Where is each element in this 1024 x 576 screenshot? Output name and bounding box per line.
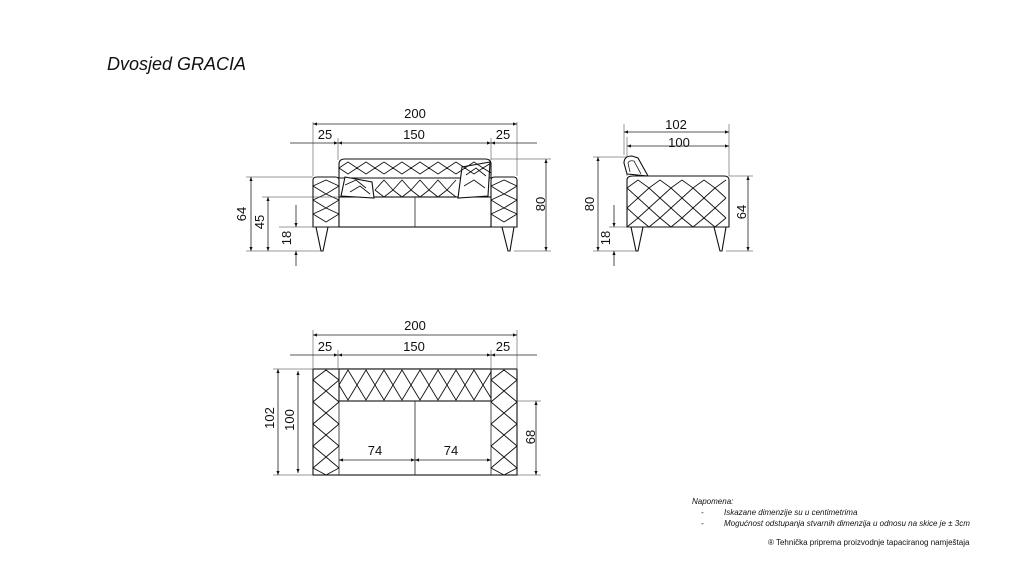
notes-block: Napomena: - Iskazane dimenzije su u cent… (692, 496, 970, 529)
side-total-height: 80 (582, 197, 597, 211)
front-arm-right: 25 (496, 127, 510, 142)
top-overall-depth: 102 (262, 407, 277, 429)
front-arm-height: 64 (234, 207, 249, 221)
top-seat-width: 150 (403, 339, 425, 354)
side-overall-depth: 102 (665, 117, 687, 132)
front-arm-left: 25 (318, 127, 332, 142)
top-cushion-left: 74 (368, 443, 382, 458)
front-view: 200 25 150 25 (234, 106, 551, 266)
front-seat-height: 45 (252, 215, 267, 229)
top-overall-width: 200 (404, 318, 426, 333)
top-arm-right: 25 (496, 339, 510, 354)
side-leg-height: 18 (598, 231, 613, 245)
front-seat-width: 150 (403, 127, 425, 142)
top-arm-left: 25 (318, 339, 332, 354)
front-leg-height: 18 (279, 231, 294, 245)
side-view: 102 100 80 18 64 (582, 117, 753, 266)
side-base-depth: 100 (668, 135, 690, 150)
notes-heading: Napomena: (692, 497, 734, 506)
note-item: - Iskazane dimenzije su u centimetrima (701, 508, 858, 517)
top-view: 200 25 150 25 74 74 102 100 (262, 318, 541, 476)
footer-credit: ® Tehnička priprema proizvodnje tapacira… (768, 538, 970, 547)
top-seat-depth: 68 (523, 430, 538, 444)
top-cushion-right: 74 (444, 443, 458, 458)
top-base-depth: 100 (282, 409, 297, 431)
front-total-height: 80 (533, 197, 548, 211)
side-body-height: 64 (734, 205, 749, 219)
note-item: - Mogućnost odstupanja stvarnih dimenzij… (701, 519, 970, 528)
drawing-title: Dvosjed GRACIA (107, 54, 247, 74)
front-overall-width: 200 (404, 106, 426, 121)
